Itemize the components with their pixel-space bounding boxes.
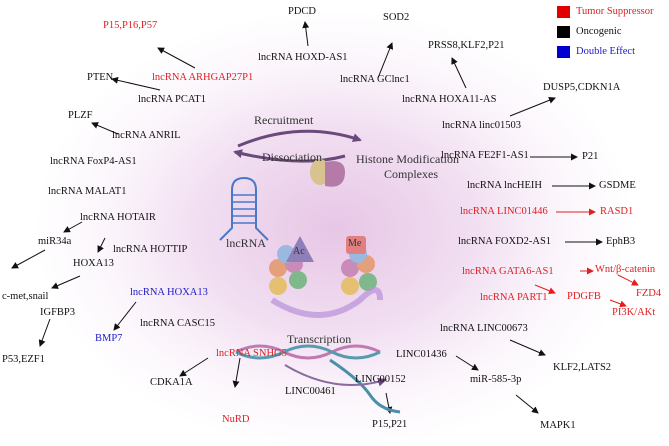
complexes-label: Complexes [384,167,438,181]
dissociation-label: Dissociation [262,150,322,164]
label-p53-ezf1: P53,EZF1 [2,354,45,365]
dna-helix-icon [235,344,401,414]
label-linc01436: LINC01436 [396,349,447,360]
label-lncrna-gclnc1: lncRNA GClnc1 [340,74,410,85]
label-mir-585-3p: miR-585-3p [470,374,522,385]
tumor-suppressor-arrows [534,208,639,308]
lncrna-label: lncRNA [226,236,266,250]
lncrna-hairpin-icon [219,176,269,241]
label-lncrna-malat1: lncRNA MALAT1 [48,186,127,197]
legend-swatch-double-effect [557,46,570,58]
label-pdgfb: PDGFB [567,291,601,302]
label-c-met-snail: c-met,snail [2,291,49,302]
nucleosome-ac-icon [269,236,314,295]
legend-label-oncogenic: Oncogenic [576,26,622,37]
label-lncrna-anril: lncRNA ANRIL [112,130,181,141]
label-lncrna-foxd2-as1: lncRNA FOXD2-AS1 [458,236,552,247]
ac-label: Ac [293,246,305,257]
transcription-label: Transcription [287,332,352,346]
label-lncrna-fe2f1-as1: lncRNA FE2F1-AS1 [441,150,529,161]
label-p21: P21 [582,151,599,162]
label-lncrna-lncheih: lncRNA lncHEIH [467,180,542,191]
legend-swatch-tumor-suppressor [557,6,570,18]
label-lncrna-foxp4-as1: lncRNA FoxP4-AS1 [50,156,137,167]
legend-swatch-oncogenic [557,26,570,38]
histone-modification-label: Histone Modification [356,152,459,166]
label-linc00461: LINC00461 [285,386,336,397]
label-lncrna-hoxa13: lncRNA HOXA13 [130,287,208,298]
label-plzf: PLZF [68,110,93,121]
label-lncrna-snhg5: lncRNA SNHG5 [216,348,287,359]
label-gsdme: GSDME [599,180,636,191]
recruitment-label: Recruitment [254,113,314,127]
label-pdcd: PDCD [288,6,317,17]
label-prss8-klf2-p21: PRSS8,KLF2,P21 [428,40,505,51]
label-fzd4: FZD4 [636,288,662,299]
label-sod2: SOD2 [383,12,410,23]
label-wnt-beta-catenin: Wnt/β-catenin [595,264,656,275]
label-bmp7: BMP7 [95,333,123,344]
label-lncrna-part1: lncRNA PART1 [480,292,548,303]
histone-complex-icon [310,159,345,187]
recruitment-dissociation-arrows [233,129,362,163]
label-lncrna-linc01503: lncRNA linc01503 [442,120,522,131]
label-lncrna-hoxd-as1: lncRNA HOXD-AS1 [258,52,348,63]
label-lncrna-hotair: lncRNA HOTAIR [80,212,156,223]
label-pten: PTEN [87,72,114,83]
legend-label-tumor-suppressor: Tumor Suppressor [576,6,654,17]
label-cdka1a: CDKA1A [150,377,193,388]
legend-label-double-effect: Double Effect [576,46,635,57]
label-lncrna-linc00673: lncRNA LINC00673 [440,323,528,334]
label-lncrna-hottip: lncRNA HOTTIP [113,244,188,255]
label-pi3k-akt: PI3K/AKt [612,307,656,318]
label-dusp5-cdkn1a: DUSP5,CDKN1A [543,82,621,93]
label-lncrna-pcat1: lncRNA PCAT1 [138,94,206,105]
label-lncrna-gata6-as1: lncRNA GATA6-AS1 [462,266,554,277]
label-linc00152: LINC00152 [355,374,406,385]
label-p15-p16-p57: P15,P16,P57 [103,20,158,31]
label-igfbp3: IGFBP3 [40,307,76,318]
label-ephb3: EphB3 [606,236,636,247]
label-klf2-lats2: KLF2,LATS2 [553,362,612,373]
label-mir34a: miR34a [38,236,72,247]
regulation-arrows [11,21,603,414]
label-mapk1: MAPK1 [540,420,576,431]
label-lncrna-casc15: lncRNA CASC15 [140,318,215,329]
label-lncrna-linc01446: lncRNA LINC01446 [460,206,548,217]
label-rasd1: RASD1 [600,206,634,217]
label-p15-p21: P15,P21 [372,419,408,430]
label-nurd: NuRD [222,414,250,425]
label-lncrna-arhgap27p1: lncRNA ARHGAP27P1 [152,72,254,83]
label-hoxa13: HOXA13 [73,258,114,269]
label-lncrna-hoxa11-as: lncRNA HOXA11-AS [402,94,497,105]
me-label: Me [348,238,362,249]
nucleosome-me-icon [341,236,377,295]
